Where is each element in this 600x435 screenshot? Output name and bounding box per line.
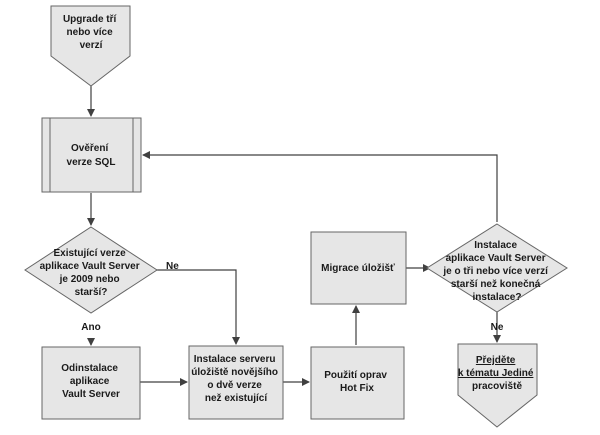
edge-label-no-2009: Ne xyxy=(166,261,179,272)
edge-decision-no-to-install xyxy=(155,269,240,345)
decision-three-node: Instalace aplikace Vault Server je o tři… xyxy=(426,223,568,313)
edge-label-yes-2009: Ano xyxy=(81,322,100,333)
hotfix-label: Použití oprav Hot Fix xyxy=(324,370,390,394)
hotfix-node: Použití oprav Hot Fix xyxy=(310,346,405,420)
uninstall-label: Odinstalace aplikace Vault Server xyxy=(61,363,120,400)
install-vault-label: Instalace serveru úložiště novějšího o d… xyxy=(191,354,280,404)
edge-decision-loop-to-verify xyxy=(142,151,498,222)
decision-2009-label: Existující verze aplikace Vault Server j… xyxy=(40,248,143,298)
decision-2009-node: Existující verze aplikace Vault Server j… xyxy=(24,226,158,314)
decision-three-label: Instalace aplikace Vault Server je o tři… xyxy=(442,240,550,303)
start-node: Upgrade tří nebo více verzí xyxy=(50,5,131,87)
end-link-node[interactable]: Přejděte k tématu Jediné pracoviště xyxy=(457,343,538,428)
edges xyxy=(87,84,501,386)
migrate-node: Migrace úložišť xyxy=(310,231,407,305)
start-node-label: Upgrade tří nebo více verzí xyxy=(63,14,119,51)
verify-sql-node: Ověření verze SQL xyxy=(41,117,142,193)
verify-sql-label: Ověření verze SQL xyxy=(67,143,116,168)
migrate-label: Migrace úložišť xyxy=(321,263,395,274)
edge-label-no-three: Ne xyxy=(491,322,504,333)
end-link-label[interactable]: Přejděte k tématu Jediné pracoviště xyxy=(458,355,536,392)
install-vault-node: Instalace serveru úložiště novějšího o d… xyxy=(188,345,284,420)
uninstall-node: Odinstalace aplikace Vault Server xyxy=(41,346,141,420)
